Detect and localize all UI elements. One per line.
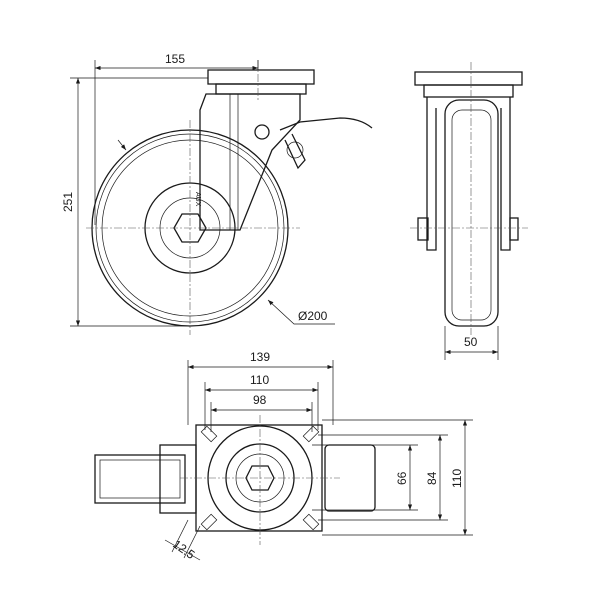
bottom-view: 139 110 98 66 84 110 12.5	[94, 350, 473, 562]
dim-plate-width: 110	[450, 469, 464, 488]
dim-wheel-width: 50	[464, 335, 478, 349]
brand-logo: AUX	[194, 192, 201, 207]
dim-height-251: 251	[61, 192, 75, 212]
dim-bolt-outer-vertical: 84	[425, 471, 439, 485]
dim-plate-length: 139	[250, 350, 270, 364]
dim-width-155: 155	[165, 52, 185, 66]
side-view: AUX 155 251 Ø200	[61, 52, 373, 335]
dim-bolt-inner: 98	[253, 393, 267, 407]
dim-wheel-diameter: Ø200	[298, 309, 328, 323]
dim-bolt-inner-vertical: 66	[395, 471, 409, 485]
dim-bolt-outer: 110	[250, 373, 269, 387]
dim-slot: 12.5	[170, 537, 197, 562]
front-view: 50	[410, 62, 528, 360]
